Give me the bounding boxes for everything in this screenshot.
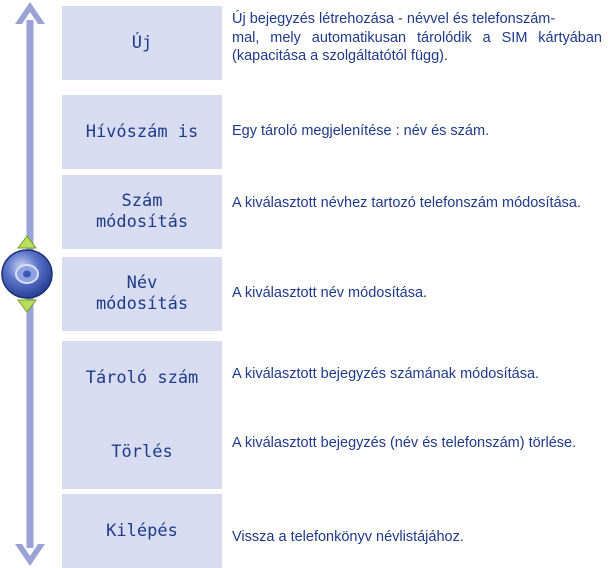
menu-item-torles: Törlés: [62, 415, 222, 489]
menu-item-uj: Új: [62, 6, 222, 80]
menu-item-hivoszam: Hívószám is: [62, 95, 222, 169]
description-tarolo-szam: A kiválasztott bejegyzés számának módosí…: [232, 366, 540, 382]
description-uj: Új bejegyzés létrehozása - névvel és tel…: [232, 11, 602, 64]
navigation-key-icon: [1, 235, 53, 313]
menu-item-tarolo-szam: Tároló szám: [62, 341, 222, 415]
menu-item-nev-modositas: Név módosítás: [62, 257, 222, 331]
description-kilepes: Vissza a telefonkönyv névlistájához.: [232, 529, 464, 545]
description-szam-modositas: A kiválasztott névhez tartozó telefonszá…: [232, 195, 581, 211]
description-torles: A kiválasztott bejegyzés (név és telefon…: [232, 435, 577, 451]
description-hivoszam: Egy tároló megjelenítése : név és szám.: [232, 123, 490, 139]
menu-item-kilepes: Kilépés: [62, 494, 222, 568]
description-nev-modositas: A kiválasztott név módosítása.: [232, 285, 428, 301]
menu-item-szam-modositas: Szám módosítás: [62, 175, 222, 249]
